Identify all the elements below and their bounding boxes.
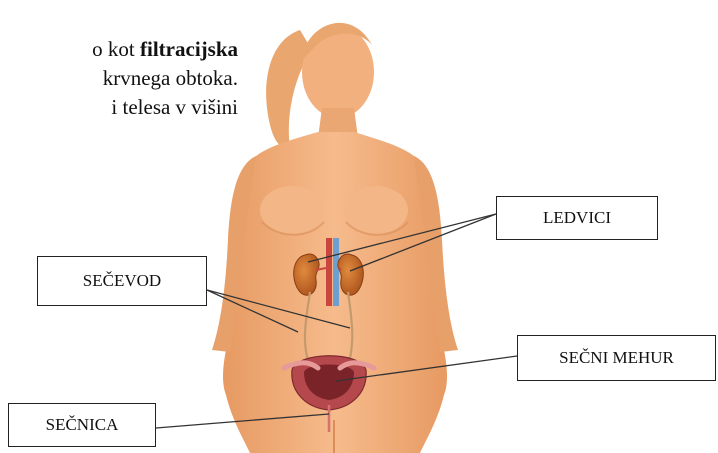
right-breast [344,186,408,234]
aorta [326,238,332,306]
right-kidney [338,254,363,295]
label-secni-mehur: SEČNI MEHUR [517,335,716,381]
label-secnica: SEČNICA [8,403,156,447]
vena-cava [333,238,339,306]
label-secevod: SEČEVOD [37,256,207,306]
label-ledvici: LEDVICI [496,196,658,240]
left-breast [260,186,324,234]
